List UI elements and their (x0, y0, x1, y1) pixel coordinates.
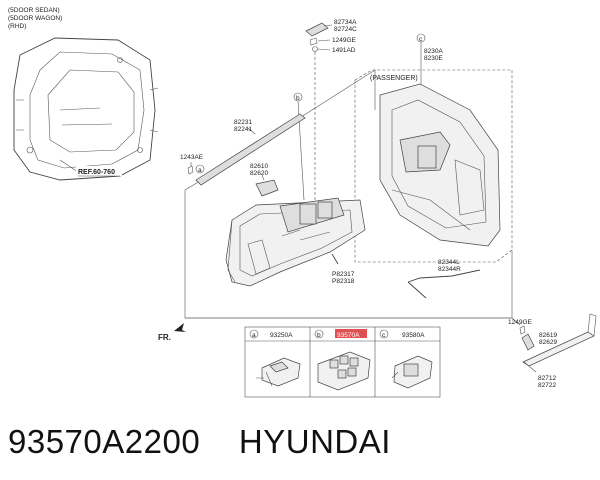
callout-8230a: 8230A (424, 48, 443, 55)
switch-table: a 93250A b 93570A c 93580A (244, 326, 441, 398)
switch-93570a-illustration (317, 351, 371, 391)
table-marker-c (379, 329, 389, 339)
note-wagon: (5DOOR WAGON) (8, 15, 62, 22)
screw-1249ge-bottom (519, 325, 526, 335)
marker-c-top-label: c (419, 36, 423, 43)
callout-1491ad: 1491AD (332, 47, 356, 54)
part-caption: 93570A2200 HYUNDAI (8, 418, 592, 466)
table-marker-a (249, 329, 259, 339)
table-marker-b (314, 329, 324, 339)
callout-82619: 82619 (539, 332, 557, 339)
table-part-highlight (335, 329, 367, 338)
table-part-93250a: 93250A (270, 332, 293, 339)
passenger-inset-frame (354, 69, 513, 263)
callout-82241: 82241 (234, 126, 252, 133)
callout-1249ge-top: 1249GE (332, 37, 357, 44)
garnish-82712 (522, 331, 595, 367)
callout-1249ge-bottom: 1249GE (508, 319, 533, 326)
bolt-p82317 (331, 253, 339, 265)
fr-arrow-icon (174, 323, 186, 332)
table-marker-b-label: b (317, 332, 321, 339)
callout-82344l: 82344L (438, 259, 460, 266)
screw-1243ae (187, 165, 194, 175)
callout-82722: 82722 (538, 382, 556, 389)
car-body-illustration (13, 37, 159, 181)
weatherstrip-82231 (195, 113, 306, 186)
fr-label: FR. (158, 333, 171, 342)
callout-8230e: 8230E (424, 55, 443, 62)
callout-p82317: P82317 (332, 271, 355, 278)
clip-cover-part (305, 22, 329, 37)
callout-82610: 82610 (250, 163, 268, 170)
passenger-label: (PASSENGER) (370, 75, 418, 82)
callout-82231: 82231 (234, 119, 252, 126)
table-part-93570a: 93570A (337, 332, 360, 339)
callout-82620: 82620 (250, 170, 268, 177)
callout-1243ae: 1243AE (180, 154, 204, 161)
ref-label: REF.60-760 (78, 169, 115, 176)
table-part-93580a: 93580A (402, 332, 425, 339)
inside-handle-82610 (255, 179, 279, 197)
passenger-door-trim (379, 83, 501, 247)
table-marker-a-label: a (252, 332, 256, 339)
marker-a-left-label: a (198, 167, 202, 174)
callout-82629: 82629 (539, 339, 557, 346)
cover-82619 (521, 333, 535, 351)
driver-door-trim (225, 197, 366, 287)
screw-1249ge-top (309, 37, 318, 46)
callout-82724c: 82724C (334, 26, 357, 33)
parts-diagram: (5DOOR SEDAN) (5DOOR WAGON) (RHD) REF.60… (8, 7, 597, 398)
note-sedan: (5DOOR SEDAN) (8, 7, 60, 14)
wire-82344 (407, 269, 481, 299)
callout-82712: 82712 (538, 375, 556, 382)
callout-p82318: P82318 (332, 278, 355, 285)
clip-1491ad (312, 46, 318, 52)
switch-93250a-illustration (256, 357, 301, 387)
switch-93580a-illustration (391, 355, 433, 389)
callout-82734a: 82734A (334, 19, 357, 26)
note-rhd: (RHD) (8, 23, 26, 30)
brand-name: HYUNDAI (238, 423, 391, 460)
marker-a-left (195, 164, 205, 174)
marker-b-top-label: b (296, 95, 300, 102)
part-number: 93570A2200 (8, 423, 201, 460)
callout-82344r: 82344R (438, 266, 461, 273)
table-marker-c-label: c (382, 332, 386, 339)
